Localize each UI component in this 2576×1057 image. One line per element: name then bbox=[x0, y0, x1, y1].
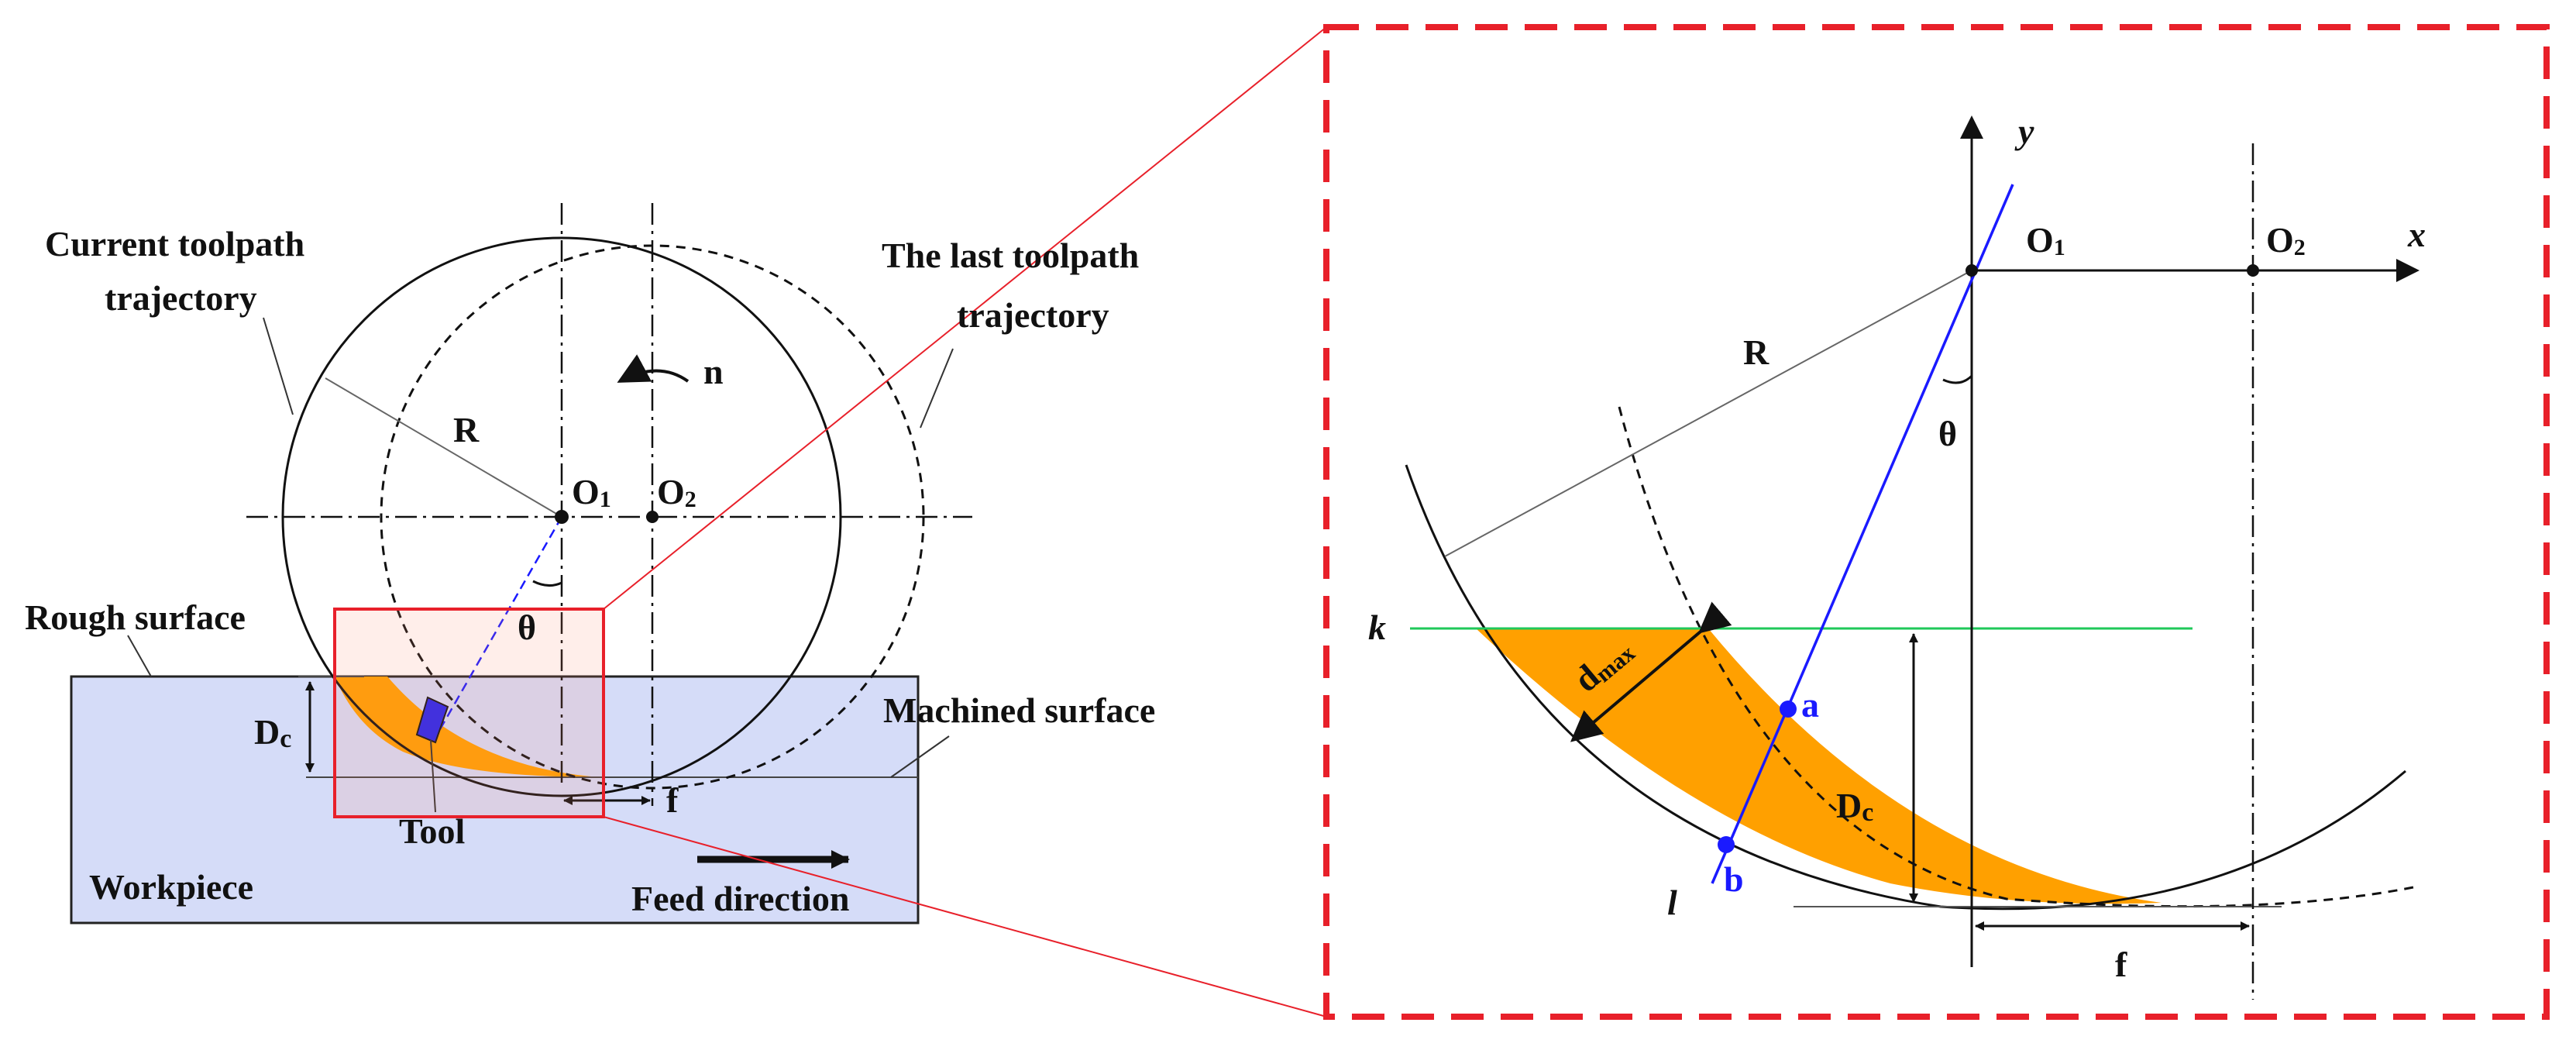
rough-surface-leader bbox=[127, 635, 152, 677]
right-dc-label: Dc bbox=[1836, 786, 1873, 827]
left-o2-point bbox=[646, 511, 659, 523]
feed-direction-label: Feed direction bbox=[631, 879, 849, 918]
rotation-arrow bbox=[617, 354, 690, 383]
point-a-label: a bbox=[1801, 685, 1819, 725]
last-toolpath-leader bbox=[920, 348, 954, 429]
right-o1-point bbox=[1966, 264, 1978, 277]
right-f-label: f bbox=[2115, 945, 2127, 984]
tool-label: Tool bbox=[399, 811, 465, 851]
rotation-label: n bbox=[703, 352, 724, 391]
left-radius-label: R bbox=[453, 410, 480, 449]
left-o1-label: O1 bbox=[572, 472, 611, 512]
right-o1-label: O1 bbox=[2026, 220, 2065, 260]
x-axis-label: x bbox=[2407, 215, 2426, 254]
workpiece-label: Workpiece bbox=[89, 867, 253, 907]
line-l bbox=[1711, 184, 2014, 884]
inset-frame bbox=[1323, 24, 2550, 1020]
left-o2-label: O2 bbox=[657, 472, 696, 512]
current-toolpath-leader bbox=[263, 317, 294, 415]
workpiece-block bbox=[70, 675, 920, 924]
y-axis-label: y bbox=[2014, 112, 2034, 151]
zoom-connector-bottom bbox=[603, 816, 1327, 1017]
left-dc-label: Dc bbox=[254, 712, 291, 753]
right-theta-label: θ bbox=[1938, 414, 1957, 453]
left-chip-area bbox=[335, 677, 600, 777]
right-radius-line bbox=[1444, 270, 1972, 557]
dmax-dimension bbox=[1570, 601, 1732, 742]
point-b-marker bbox=[1718, 836, 1735, 853]
current-toolpath-label-1: Current toolpath bbox=[45, 224, 304, 263]
right-current-arc bbox=[1405, 464, 2406, 911]
last-toolpath-label-2: trajectory bbox=[957, 295, 1109, 335]
left-radius-line bbox=[325, 377, 562, 518]
zoom-connector-top bbox=[603, 26, 1327, 610]
point-a-marker bbox=[1780, 701, 1797, 718]
line-l-label: l bbox=[1667, 883, 1677, 922]
right-inset: y x O1 O2 R θ k dmax a b l Dc f bbox=[1323, 24, 2550, 1020]
right-o2-label: O2 bbox=[2266, 220, 2306, 260]
right-last-arc bbox=[1618, 406, 2414, 908]
current-toolpath-label-2: trajectory bbox=[105, 278, 257, 318]
left-diagram: Current toolpath trajectory The last too… bbox=[25, 26, 1327, 1017]
left-blue-dashed-line bbox=[432, 516, 563, 741]
tool-leader bbox=[430, 739, 436, 813]
left-f-label: f bbox=[666, 780, 679, 820]
machined-surface-label: Machined surface bbox=[883, 690, 1155, 730]
left-theta-label: θ bbox=[518, 608, 536, 647]
last-toolpath-label-1: The last toolpath bbox=[882, 236, 1139, 275]
left-theta-arc bbox=[532, 580, 562, 587]
right-theta-arc bbox=[1942, 374, 1973, 384]
right-o2-point bbox=[2247, 264, 2259, 277]
right-radius-label: R bbox=[1743, 332, 1769, 372]
tool-shape bbox=[415, 696, 449, 744]
point-b-label: b bbox=[1724, 859, 1744, 899]
machined-surface-leader bbox=[890, 735, 950, 778]
line-k-label: k bbox=[1368, 608, 1386, 647]
zoom-box bbox=[333, 608, 605, 818]
left-o1-point bbox=[555, 510, 569, 524]
current-toolpath-circle bbox=[281, 236, 842, 797]
rough-surface-label: Rough surface bbox=[25, 597, 246, 637]
